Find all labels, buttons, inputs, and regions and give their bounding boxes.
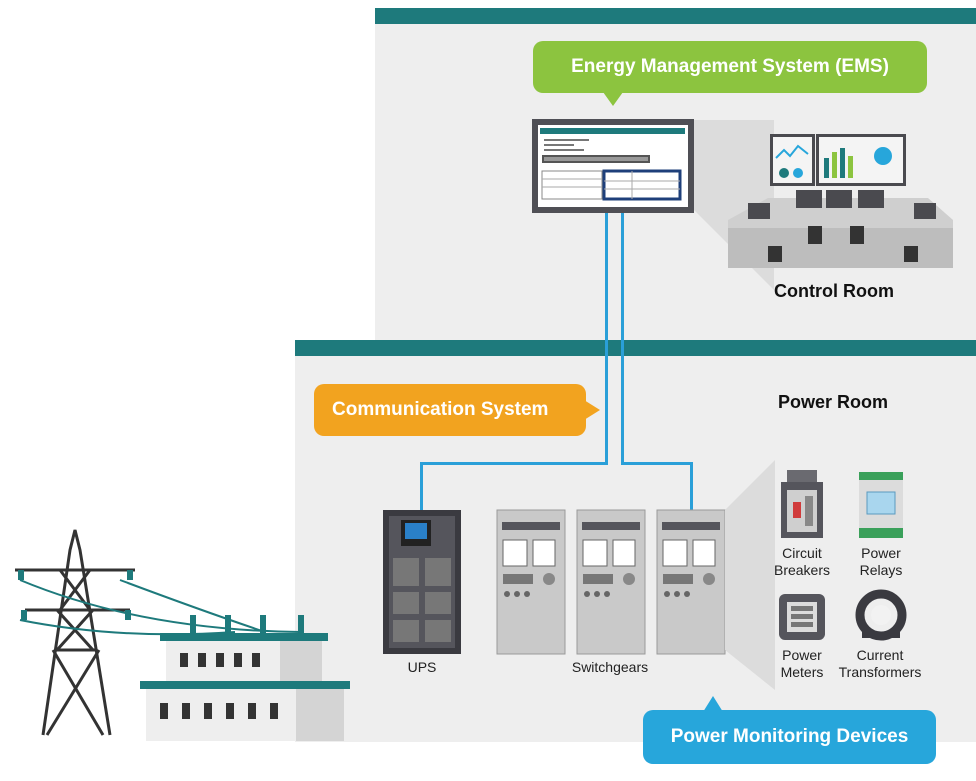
comm-line-switchgear-drop xyxy=(690,462,693,512)
current-transformers-label-line2: Transformers xyxy=(838,664,922,680)
control-room-icon xyxy=(728,134,953,268)
power-relays-label-line2: Relays xyxy=(859,562,903,578)
communication-callout-label: Communication System xyxy=(332,399,549,420)
ems-callout-pointer xyxy=(603,92,623,106)
power-monitoring-callout-label: Power Monitoring Devices xyxy=(670,726,909,747)
ems-callout: Energy Management System (EMS) xyxy=(533,41,927,93)
power-room-top-bar xyxy=(295,340,976,356)
ups-icon xyxy=(383,510,461,654)
power-relay-icon xyxy=(859,472,903,538)
circuit-breakers-label-line1: Circuit xyxy=(782,545,822,561)
current-transformers-label-line1: Current xyxy=(856,647,904,663)
control-room-label: Control Room xyxy=(774,281,894,301)
power-meters-label-line2: Meters xyxy=(780,664,824,680)
power-meters-label: Power Meters xyxy=(766,647,838,681)
power-monitoring-callout: Power Monitoring Devices xyxy=(643,710,936,764)
circuit-breaker-icon xyxy=(781,470,823,538)
comm-line-b-vertical xyxy=(621,213,624,465)
power-relays-label-line1: Power xyxy=(861,545,901,561)
circuit-breakers-label-line2: Breakers xyxy=(773,562,831,578)
power-room-label: Power Room xyxy=(778,392,889,412)
circuit-breakers-label: Circuit Breakers xyxy=(765,545,839,579)
power-meters-label-line1: Power xyxy=(782,647,822,663)
current-transformers-label: Current Transformers xyxy=(830,647,930,681)
comm-line-b-horizontal xyxy=(621,462,693,465)
communication-callout: Communication System xyxy=(314,384,586,436)
power-monitoring-callout-pointer xyxy=(703,696,723,712)
switchgears-label: Switchgears xyxy=(571,659,649,675)
communication-callout-pointer xyxy=(584,400,600,420)
current-transformer-icon xyxy=(855,589,907,641)
monitor-icon xyxy=(532,119,694,213)
control-room-top-bar xyxy=(375,8,976,24)
switchgear-icon xyxy=(496,509,726,655)
power-meter-icon xyxy=(779,594,825,640)
comm-line-a-vertical xyxy=(605,213,608,465)
ups-label: UPS xyxy=(407,659,437,675)
ems-callout-label: Energy Management System (EMS) xyxy=(571,56,889,77)
substation-icon xyxy=(140,615,350,741)
comm-line-a-horizontal xyxy=(420,462,608,465)
power-relays-label: Power Relays xyxy=(846,545,916,579)
comm-line-ups-drop xyxy=(420,462,423,512)
devices-perspective xyxy=(725,460,775,690)
